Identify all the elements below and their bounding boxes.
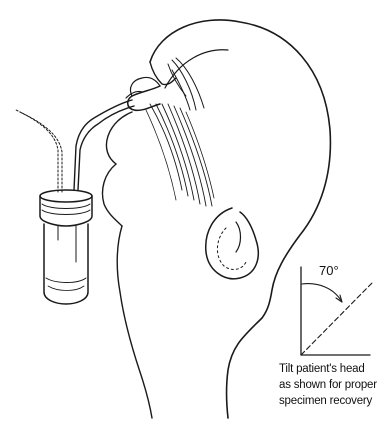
suction-tubing bbox=[16, 91, 142, 192]
tilt-angle-line bbox=[301, 283, 372, 355]
angle-arc bbox=[302, 284, 342, 302]
angle-label: 70° bbox=[319, 264, 339, 277]
patient-face-profile bbox=[103, 112, 153, 418]
angle-arc-arrowhead bbox=[336, 295, 342, 302]
tilt-angle-diagram bbox=[301, 267, 372, 355]
caption-line-1: Tilt patient's head bbox=[279, 361, 383, 377]
specimen-trap bbox=[40, 190, 92, 304]
caption-line-3: specimen recovery bbox=[279, 393, 383, 409]
caption-line-2: as shown for proper bbox=[279, 377, 383, 393]
instruction-caption: Tilt patient's head as shown for proper … bbox=[279, 361, 383, 409]
nasopharyngeal-passage-shading bbox=[146, 58, 214, 206]
patient-ear bbox=[206, 208, 259, 279]
